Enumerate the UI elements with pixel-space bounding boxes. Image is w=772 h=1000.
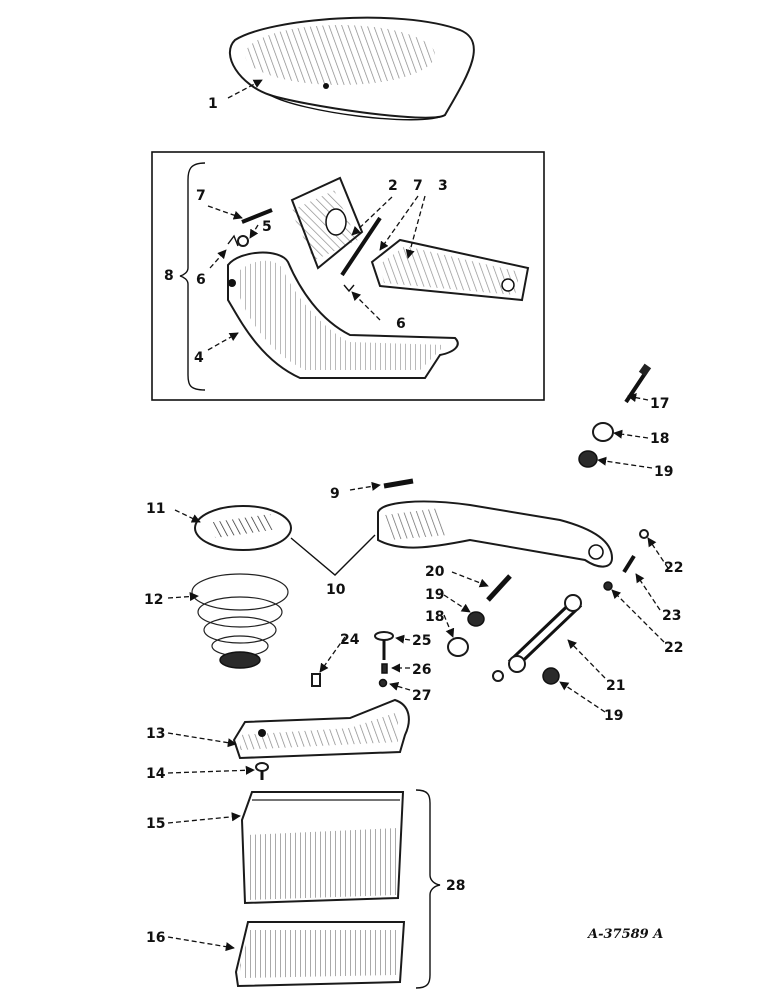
washer-part	[237, 235, 249, 247]
nut-part	[603, 581, 613, 591]
group-brace-28	[415, 789, 441, 989]
leader-lines	[167, 79, 669, 952]
base-plate-part	[234, 921, 406, 988]
bracket-group-frame	[151, 151, 545, 401]
nut-part	[542, 667, 560, 685]
callout-12: 12	[144, 592, 163, 608]
callout-19: 19	[425, 587, 444, 603]
bolt-part	[255, 762, 269, 780]
drawing-reference-number: A-37589 A	[586, 927, 663, 942]
callout-14: 14	[146, 766, 166, 782]
shock-absorber-part	[507, 594, 583, 673]
callout-5: 5	[262, 219, 272, 235]
assembly-link-line	[290, 534, 376, 576]
callout-18: 18	[650, 431, 669, 447]
callout-9: 9	[330, 486, 340, 502]
callout-22: 22	[664, 640, 683, 656]
pin-part	[340, 216, 382, 277]
nut-part	[639, 529, 649, 539]
pin-part	[241, 208, 273, 224]
callout-28: 28	[446, 878, 465, 894]
callout-27: 27	[412, 688, 431, 704]
callout-26: 26	[412, 662, 431, 678]
callout-24: 24	[340, 632, 360, 648]
nut-part	[467, 611, 485, 627]
callout-21: 21	[606, 678, 625, 694]
cotter-part	[227, 234, 239, 247]
spring-pin-part	[622, 554, 636, 574]
callout-2: 2	[388, 178, 398, 194]
callout-1: 1	[208, 96, 218, 112]
nut-part	[578, 450, 598, 468]
washer-part	[492, 670, 504, 682]
pin-part	[486, 574, 512, 602]
side-bracket-part	[370, 238, 530, 302]
callout-8: 8	[164, 268, 174, 284]
arm-part	[377, 500, 614, 568]
callout-6: 6	[196, 272, 206, 288]
callout-3: 3	[438, 178, 448, 194]
callout-10: 10	[326, 582, 346, 598]
callout-18: 18	[425, 609, 444, 625]
lock-washer-part	[381, 663, 388, 674]
pad-part	[194, 505, 292, 551]
cotter-part	[343, 284, 355, 293]
pin-part	[383, 478, 414, 489]
group-brace-8	[179, 162, 206, 391]
callout-25: 25	[412, 633, 431, 649]
callout-11: 11	[146, 501, 165, 517]
seat-pan	[229, 16, 475, 121]
callout-13: 13	[146, 726, 165, 742]
callout-15: 15	[146, 816, 165, 832]
callout-7: 7	[413, 178, 423, 194]
callout-20: 20	[425, 564, 445, 580]
callout-17: 17	[650, 396, 669, 412]
callout-22: 22	[664, 560, 683, 576]
housing-part	[240, 791, 405, 905]
bushing-part	[592, 422, 614, 442]
plate-part	[290, 176, 364, 270]
slide-bracket-part	[232, 698, 410, 760]
bolt-part	[374, 631, 394, 660]
bolt-part	[311, 673, 321, 687]
callout-6: 6	[396, 316, 406, 332]
callout-labels: 1 2 7 3 7 5 8 6 6 4 17 18 19 9 11 10 22 …	[144, 96, 683, 946]
spring-part	[191, 573, 289, 669]
callout-19: 19	[604, 708, 623, 724]
bushing-part	[447, 637, 469, 657]
channel-frame-part	[227, 251, 459, 379]
callout-4: 4	[194, 350, 204, 366]
callout-16: 16	[146, 930, 165, 946]
callout-23: 23	[662, 608, 681, 624]
nut-part	[378, 678, 388, 688]
callout-19: 19	[654, 464, 673, 480]
callout-7: 7	[196, 188, 206, 204]
